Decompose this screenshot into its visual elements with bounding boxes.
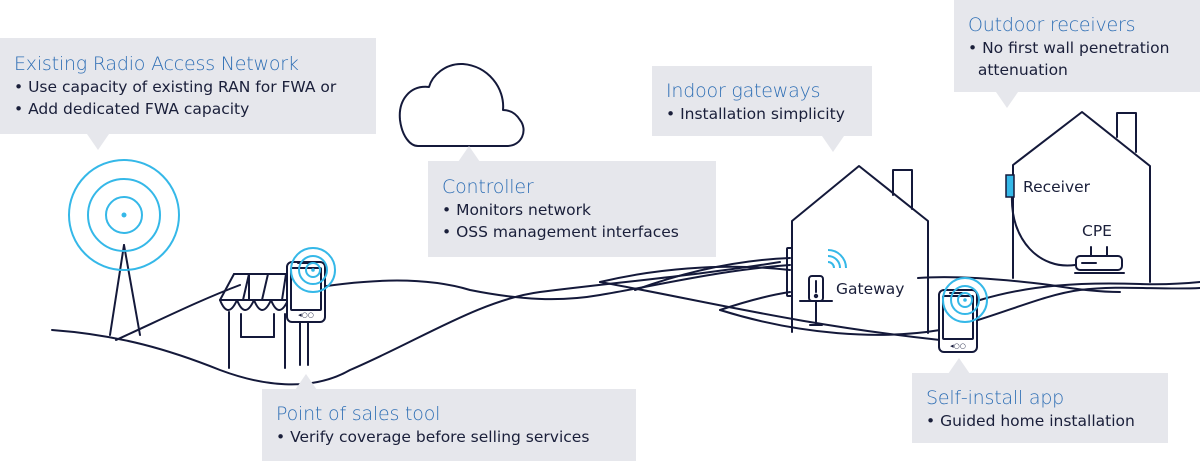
callout-bullet: OSS management interfaces — [442, 221, 716, 243]
callout-bullet: No first wall penetration — [968, 37, 1200, 59]
hill-line — [299, 264, 791, 301]
callout-pointer — [996, 92, 1018, 108]
callout-point-of-sales: Point of sales tool Verify coverage befo… — [262, 389, 636, 461]
gateway-label: Gateway — [836, 280, 905, 298]
hill-line — [719, 286, 1200, 336]
callout-title: Existing Radio Access Network — [14, 53, 299, 75]
cpe-label: CPE — [1082, 222, 1112, 240]
callout-bullet: Add dedicated FWA capacity — [14, 98, 376, 120]
callout-pointer — [948, 358, 970, 374]
signal-waves-icon — [68, 159, 180, 271]
callout-pointer — [822, 136, 844, 152]
hill-line — [51, 261, 781, 386]
outdoor-receiver-icon — [1005, 174, 1015, 198]
hill-line — [979, 281, 1200, 301]
callout-indoor-gateways: Indoor gateways Installation simplicity — [652, 66, 872, 136]
callout-bullet: Verify coverage before selling services — [276, 426, 636, 448]
house-icon — [786, 165, 929, 334]
callout-pointer — [87, 134, 109, 150]
callout-outdoor-receivers: Outdoor receivers No first wall penetrat… — [954, 0, 1200, 92]
shop-icon — [219, 273, 301, 369]
callout-self-install: Self-install app Guided home installatio… — [912, 373, 1168, 443]
callout-title: Controller — [442, 176, 534, 198]
callout-bullet: Monitors network — [442, 199, 716, 221]
receiver-label: Receiver — [1023, 178, 1091, 196]
hill-line — [599, 265, 791, 283]
callout-bullet: Guided home installation — [926, 410, 1168, 432]
callout-bullet: Installation simplicity — [666, 103, 872, 125]
callout-controller: Controller Monitors network OSS manageme… — [428, 161, 716, 257]
radio-tower-icon — [109, 244, 141, 336]
hill-line — [115, 284, 241, 341]
cloud-icon — [398, 62, 525, 147]
callout-pointer — [295, 374, 317, 390]
signal-waves-icon — [942, 277, 988, 323]
wifi-icon — [827, 249, 847, 269]
callout-pointer — [458, 146, 480, 162]
signal-waves-icon — [290, 247, 336, 293]
callout-title: Outdoor receivers — [968, 14, 1136, 36]
callout-bullet: attenuation — [977, 61, 1068, 79]
callout-title: Point of sales tool — [276, 403, 441, 425]
callout-title: Self-install app — [926, 387, 1065, 409]
callout-bullet: Use capacity of existing RAN for FWA or — [14, 76, 376, 98]
hill-line — [599, 281, 941, 341]
svg-text:◂○○: ◂○○ — [298, 311, 314, 319]
house-icon — [1010, 111, 1151, 283]
callout-existing-ran: Existing Radio Access Network Use capaci… — [0, 38, 376, 134]
hill-line — [634, 257, 791, 291]
hill-line — [917, 276, 1121, 293]
callout-title: Indoor gateways — [666, 80, 821, 102]
svg-text:◂○○: ◂○○ — [950, 342, 966, 350]
gateway-device-icon — [799, 275, 833, 326]
